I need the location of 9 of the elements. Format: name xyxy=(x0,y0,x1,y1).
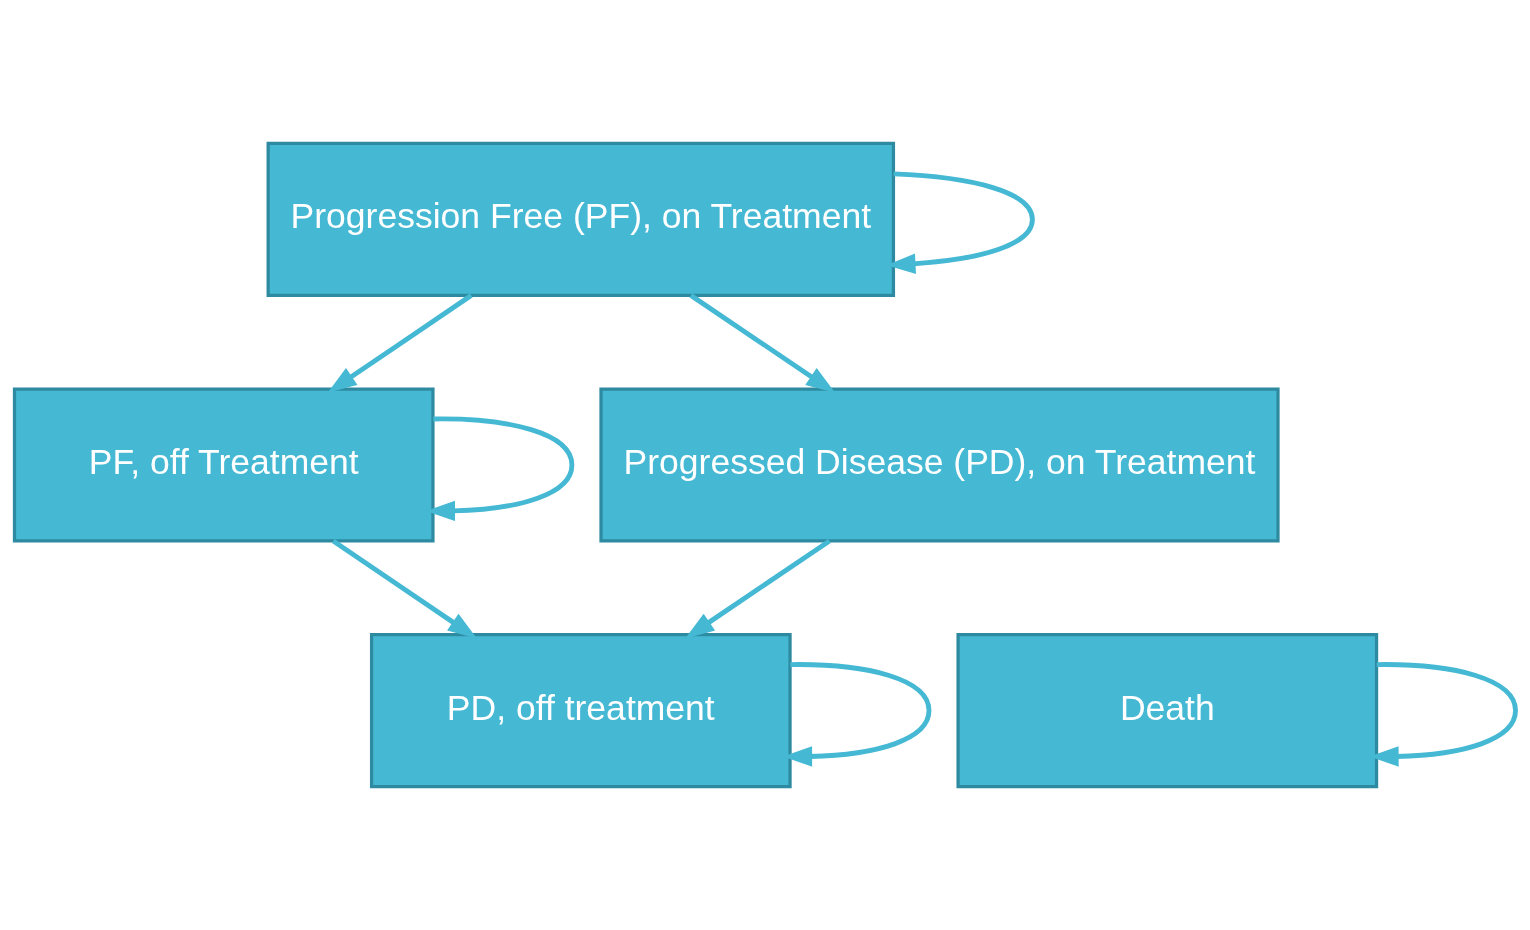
arrow xyxy=(331,538,477,639)
node-box: Progressed Disease (PD), on Treatment xyxy=(599,387,1280,543)
arrow xyxy=(327,293,473,393)
node-box: PF, off Treatment xyxy=(12,387,435,543)
node-box: PD, off treatment xyxy=(369,633,792,789)
node-box: Death xyxy=(956,633,1379,789)
arrow xyxy=(685,538,831,639)
node-box: Progression Free (PF), on Treatment xyxy=(266,141,896,297)
arrow xyxy=(689,293,836,393)
